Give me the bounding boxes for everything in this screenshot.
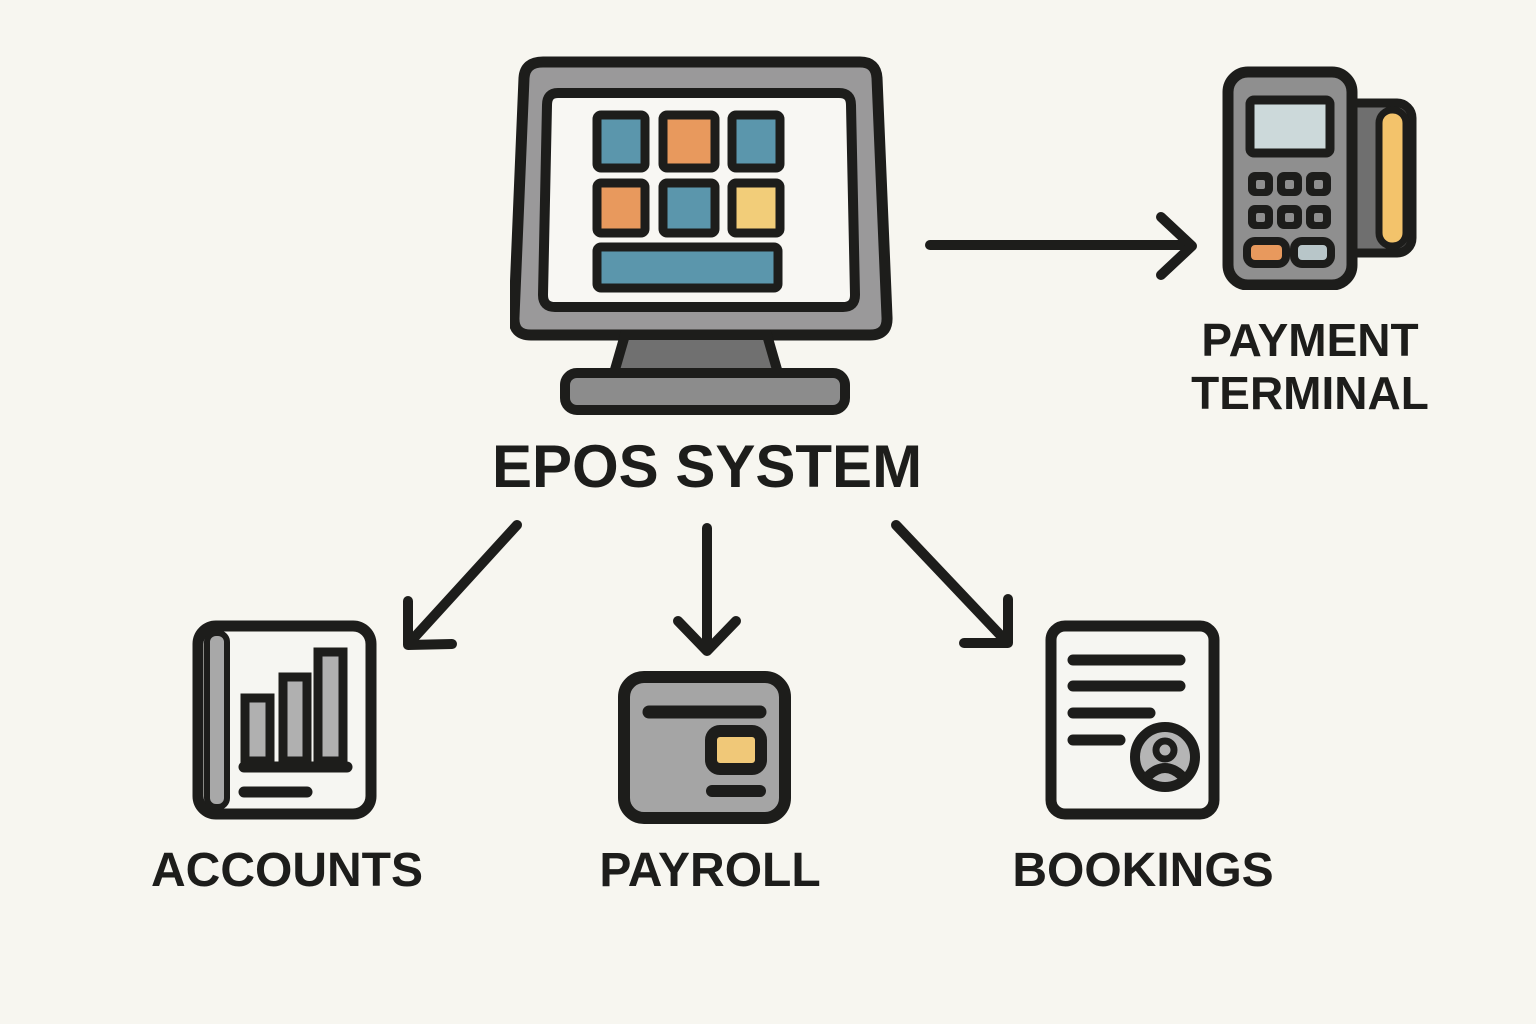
person-avatar-icon bbox=[1130, 722, 1200, 792]
pos-monitor-icon bbox=[510, 56, 893, 415]
bookings-document-icon bbox=[1045, 620, 1220, 820]
arrow-epos-to-bookings-icon bbox=[891, 520, 1013, 648]
bookings-label: BOOKINGS bbox=[1012, 844, 1274, 897]
arrow-epos-to-payroll-icon bbox=[673, 523, 741, 656]
screen-tile bbox=[727, 110, 785, 173]
payroll-label: PAYROLL bbox=[599, 844, 821, 897]
bar-chart-icon bbox=[240, 647, 348, 766]
epos-system-label: EPOS SYSTEM bbox=[491, 433, 923, 500]
screen-tile bbox=[592, 178, 650, 238]
card-chip bbox=[705, 725, 767, 775]
node-payroll bbox=[617, 670, 792, 825]
payment-terminal-label-line2: TERMINAL bbox=[1191, 367, 1429, 420]
payment-terminal-icon bbox=[1222, 66, 1417, 290]
payroll-card-icon bbox=[618, 671, 791, 824]
terminal-keypad bbox=[1243, 172, 1335, 268]
node-payment-terminal bbox=[1222, 65, 1422, 290]
accounts-label: ACCOUNTS bbox=[151, 844, 423, 897]
node-epos-system bbox=[510, 55, 900, 415]
payment-terminal-label: PAYMENT TERMINAL bbox=[1120, 314, 1500, 421]
book-spine bbox=[204, 630, 230, 810]
arrow-epos-to-payment-terminal-icon bbox=[925, 212, 1197, 280]
node-accounts bbox=[192, 620, 377, 820]
accounts-report-icon bbox=[192, 620, 377, 820]
payment-terminal-label-line1: PAYMENT bbox=[1201, 314, 1419, 366]
screen-tile bbox=[727, 178, 785, 238]
screen-bottom-bar bbox=[592, 242, 783, 293]
arrow-epos-to-accounts-icon bbox=[403, 520, 522, 650]
terminal-screen bbox=[1245, 95, 1335, 158]
screen-tile bbox=[658, 178, 720, 238]
screen-tile bbox=[658, 110, 720, 173]
node-bookings bbox=[1045, 620, 1220, 820]
screen-tile bbox=[592, 110, 650, 173]
